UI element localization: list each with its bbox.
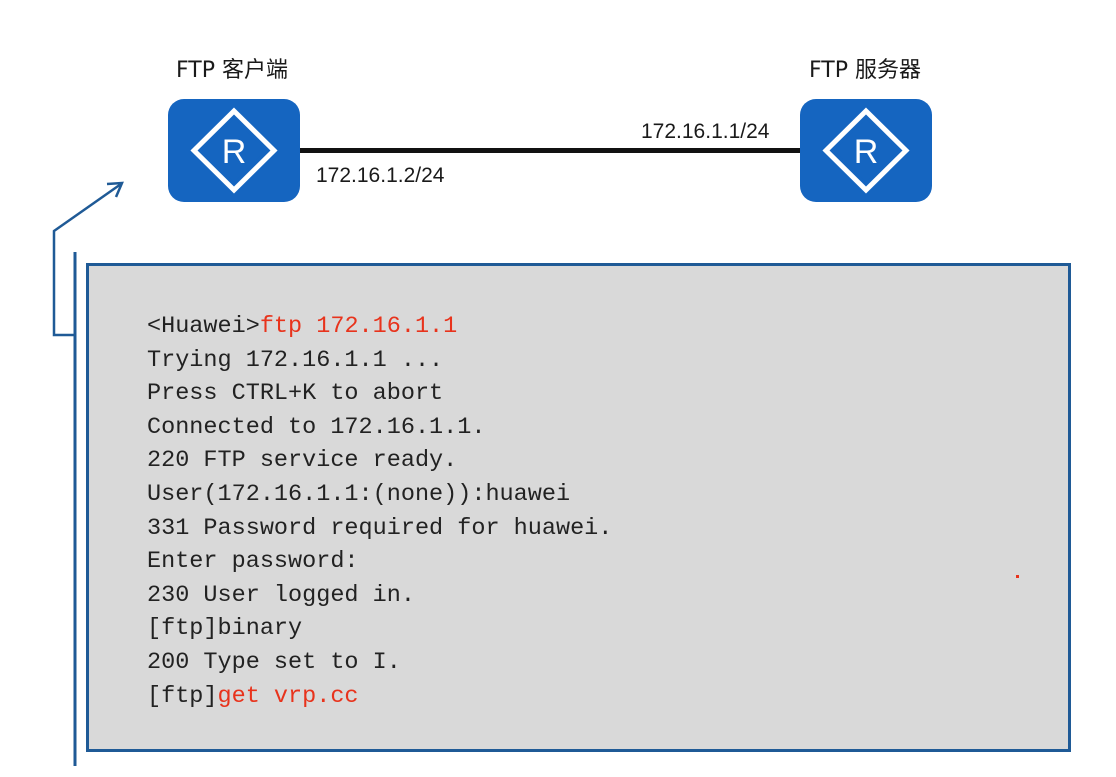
svg-text:R: R [854,133,879,171]
client-label: FTP 客户端 [176,58,288,83]
terminal-line-text: 331 Password required for huawei. [147,514,613,542]
terminal-line-text: Enter password: [147,548,359,576]
terminal-line-text: 230 User logged in. [147,581,415,609]
terminal-line-text: 200 Type set to I. [147,648,401,676]
client-ip-label: 172.16.1.2/24 [316,164,445,187]
terminal-line: Connected to 172.16.1.1. [147,411,612,445]
router-icon: R [822,107,910,194]
terminal-line: Trying 172.16.1.1 ... [147,344,612,378]
terminal-line-text: User(172.16.1.1:(none)):huawei [147,480,571,508]
terminal-line-text: Connected to 172.16.1.1. [147,413,486,441]
terminal-line: [ftp]get vrp.cc [147,680,612,714]
server-ip-label: 172.16.1.1/24 [641,120,770,143]
terminal-line: Press CTRL+K to abort [147,377,612,411]
client-router: R [168,99,300,202]
terminal-line-text: 220 FTP service ready. [147,447,458,475]
terminal-line: User(172.16.1.1:(none)):huawei [147,478,612,512]
terminal-line-text: [ftp] [147,682,218,710]
terminal-line: 230 User logged in. [147,579,612,613]
terminal-line: [ftp]binary [147,612,612,646]
terminal-line: <Huawei>ftp 172.16.1.1 [147,310,612,344]
terminal-line-text: <Huawei> [147,313,260,340]
red-dot-marker [1016,575,1019,578]
terminal-line: Enter password: [147,545,612,579]
terminal-line-text: [ftp]binary [147,615,303,643]
server-label: FTP 服务器 [809,58,921,83]
terminal-line: 220 FTP service ready. [147,444,612,478]
router-icon: R [190,107,278,194]
terminal-command: ftp 172.16.1.1 [259,313,458,340]
terminal-line-text: Press CTRL+K to abort [147,380,444,408]
svg-text:R: R [222,133,247,171]
network-link [298,148,803,153]
terminal-line-text: Trying 172.16.1.1 ... [147,346,444,374]
server-router: R [800,99,932,202]
terminal-line: 200 Type set to I. [147,646,612,680]
terminal-command: get vrp.cc [217,682,359,710]
terminal-line: 331 Password required for huawei. [147,512,612,546]
